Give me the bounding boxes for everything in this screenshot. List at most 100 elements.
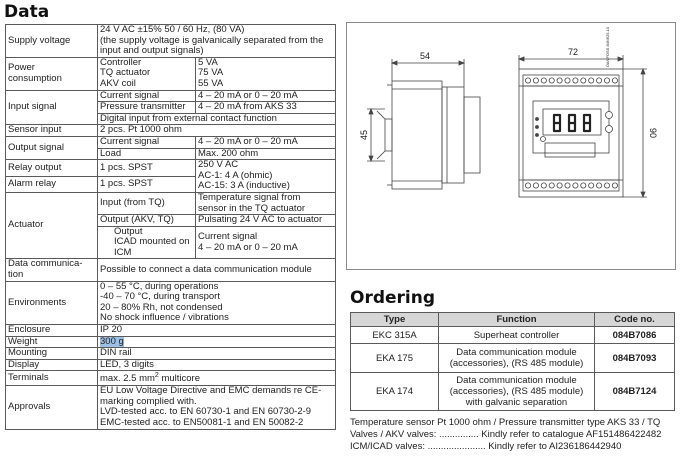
actuator-input-value: Temperature signal from bbox=[198, 192, 301, 203]
terminal-screw bbox=[548, 77, 555, 84]
dimension-label-54: 54 bbox=[420, 51, 430, 61]
side-view bbox=[376, 80, 481, 190]
approvals-line: EU Low Voltage Directive and EMC demands… bbox=[100, 385, 322, 397]
label-data-comm: tion bbox=[8, 269, 24, 281]
ordering-row: EKC 315A Superheat controller 084B7086 bbox=[350, 326, 675, 344]
row-enclosure: Enclosure IP 20 bbox=[5, 324, 336, 337]
relay-spec: 250 V AC bbox=[198, 159, 239, 171]
ordering-code: 084B7093 bbox=[594, 343, 675, 373]
dimension-drawing: 54 72 45 90 DANFOSS 84N625.10 bbox=[346, 22, 676, 270]
ordering-code: 084B7124 bbox=[594, 372, 675, 411]
led-display bbox=[552, 113, 592, 133]
ordering-section-title: Ordering bbox=[350, 288, 436, 308]
terminal-screw bbox=[564, 77, 571, 84]
ordering-function: Data communication module bbox=[456, 375, 577, 386]
data-section-title: Data bbox=[4, 2, 50, 22]
ordering-row: EKA 174 Data communication module (acces… bbox=[350, 372, 675, 411]
terminals-value: max. 2.5 mm2 multicore bbox=[97, 370, 336, 387]
row-supply-voltage: Supply voltage 24 V AC ±15% 50 / 60 Hz, … bbox=[5, 24, 336, 58]
power-item-value: 55 VA bbox=[198, 77, 224, 89]
terminal-screw bbox=[611, 77, 618, 84]
ordering-header-function: Function bbox=[438, 312, 595, 327]
approvals-line: LVD-tested acc. to EN 60730-1 and EN 607… bbox=[100, 406, 312, 418]
label-sensor-input: Sensor input bbox=[5, 124, 98, 137]
footnote-line: ICM/ICAD valves: ...................... … bbox=[350, 441, 622, 452]
dimension-label-45: 45 bbox=[359, 130, 369, 140]
ordering-type: EKA 174 bbox=[350, 372, 439, 411]
part-code-label: DANFOSS 84N625.10 bbox=[605, 26, 610, 67]
terminal-screw bbox=[611, 182, 618, 189]
supply-voltage-line: 24 V AC ±15% 50 / 60 Hz, (80 VA) bbox=[100, 24, 245, 35]
ordering-footnotes: Temperature sensor Pt 1000 ohm / Pressur… bbox=[350, 417, 680, 453]
data-table: Supply voltage 24 V AC ±15% 50 / 60 Hz, … bbox=[5, 24, 336, 430]
label-weight: Weight bbox=[5, 335, 98, 349]
terminal-screw bbox=[596, 77, 603, 84]
ordering-type: EKA 175 bbox=[350, 343, 439, 373]
front-button bbox=[605, 125, 613, 133]
terminal-screw bbox=[580, 182, 587, 189]
terminal-screw bbox=[572, 182, 579, 189]
approvals-line: EMC-tested acc. to EN50081-1 and EN 5008… bbox=[100, 416, 304, 428]
alarm-relay-value: 1 pcs. SPST bbox=[97, 175, 196, 193]
footnote-line: Temperature sensor Pt 1000 ohm / Pressur… bbox=[350, 417, 661, 428]
terminal-screw bbox=[548, 182, 555, 189]
environment-line: 0 – 55 °C, during operations bbox=[100, 281, 219, 292]
approvals-line: marking complied with. bbox=[100, 395, 197, 407]
actuator-output-akv-name: Output (AKV, TQ) bbox=[97, 214, 196, 227]
output-item-value: Max. 200 ohm bbox=[195, 147, 336, 161]
row-mounting: Mounting DIN rail bbox=[5, 347, 336, 360]
ordering-function: Superheat controller bbox=[473, 329, 560, 341]
row-terminals: Terminals max. 2.5 mm2 multicore bbox=[5, 370, 336, 387]
label-approvals: Approvals bbox=[5, 385, 98, 430]
led-indicator bbox=[535, 133, 539, 137]
row-approvals: Approvals EU Low Voltage Directive and E… bbox=[5, 385, 336, 430]
label-alarm-relay: Alarm relay bbox=[5, 175, 98, 193]
terminal-screw bbox=[596, 182, 603, 189]
actuator-input-value: sensor in the TQ actuator bbox=[198, 202, 306, 214]
label-mounting: Mounting bbox=[5, 347, 98, 360]
input-item-name: Pressure transmitter bbox=[97, 101, 196, 114]
actuator-icad-value: Current signal bbox=[198, 230, 258, 242]
ordering-table: Type Function Code no. EKC 315A Superhea… bbox=[350, 312, 675, 411]
terminal-screw bbox=[556, 77, 563, 84]
environment-line: No shock influence / vibrations bbox=[100, 312, 229, 324]
front-view bbox=[518, 68, 624, 198]
ordering-row: EKA 175 Data communication module (acces… bbox=[350, 343, 675, 373]
input-item-name: Current signal bbox=[97, 89, 196, 103]
environment-line: -40 – 70 °C, during transport bbox=[100, 291, 220, 303]
environment-line: 20 – 80% Rh, not condensed bbox=[100, 301, 223, 313]
ordering-code: 084B7086 bbox=[594, 326, 675, 344]
supply-voltage-line: (the supply voltage is galvanically sepa… bbox=[100, 34, 324, 46]
terminal-screw bbox=[556, 182, 563, 189]
row-environments: Environments 0 – 55 °C, during operation… bbox=[5, 280, 336, 326]
terminal-screw bbox=[532, 77, 539, 84]
label-supply-voltage: Supply voltage bbox=[5, 24, 98, 58]
terminal-screw bbox=[603, 77, 610, 84]
label-input-signal: Input signal bbox=[5, 89, 98, 126]
actuator-output-akv-value: Pulsating 24 V AC to actuator bbox=[195, 214, 336, 227]
actuator-input-name: Input (from TQ) bbox=[97, 191, 196, 216]
power-item-name: AKV coil bbox=[100, 77, 136, 89]
terminal-screw bbox=[524, 77, 531, 84]
terminal-screw bbox=[603, 182, 610, 189]
input-digital: Digital input from external contact func… bbox=[97, 112, 336, 126]
ordering-function: with galvanic separation bbox=[465, 397, 568, 408]
terminal-screw bbox=[580, 77, 587, 84]
enclosure-value: IP 20 bbox=[97, 324, 336, 337]
dimension-label-72: 72 bbox=[568, 47, 578, 57]
terminal-screw bbox=[540, 182, 547, 189]
power-item-name: Controller bbox=[100, 57, 142, 68]
ordering-header-row: Type Function Code no. bbox=[350, 312, 675, 327]
relay-output-value: 1 pcs. SPST bbox=[97, 159, 196, 177]
output-item-name: Current signal bbox=[97, 135, 196, 149]
ordering-function: (accessories), (RS 485 module) bbox=[449, 386, 584, 397]
row-output-signal: Output signal Current signal 4 – 20 mA o… bbox=[5, 135, 336, 161]
label-consumption: consumption bbox=[8, 72, 62, 84]
led-indicator bbox=[535, 125, 539, 129]
terminal-screw bbox=[588, 77, 595, 84]
ordering-type: EKC 315A bbox=[350, 326, 439, 344]
label-relay-output: Relay output bbox=[5, 159, 98, 177]
front-button bbox=[605, 111, 613, 119]
label-display: Display bbox=[5, 358, 98, 372]
terminal-screw bbox=[540, 77, 547, 84]
